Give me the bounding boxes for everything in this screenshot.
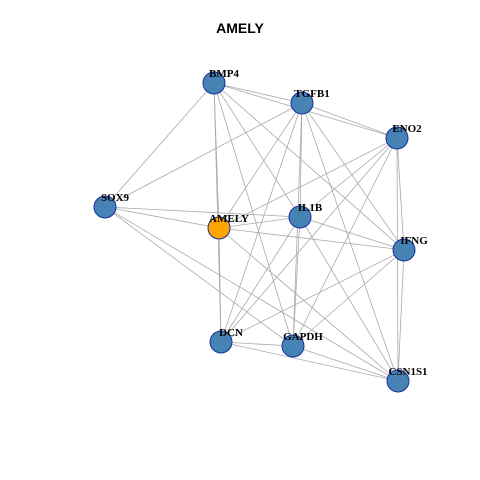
edge-sox9-gapdh — [104, 206, 294, 347]
edge-tgfb1-csn1s1 — [301, 102, 399, 382]
edge-dcn-csn1s1 — [220, 341, 399, 382]
node-label: IFNG — [400, 235, 428, 247]
node-label: DCN — [219, 327, 243, 339]
node-circle[interactable] — [386, 369, 410, 393]
edge-il1b-dcn — [220, 216, 301, 343]
edge-eno2-amely — [218, 137, 398, 229]
edge-amely-il1b — [218, 216, 301, 229]
node-circle[interactable] — [385, 126, 409, 150]
node-ifng[interactable]: IFNG — [392, 235, 428, 262]
edge-ifng-gapdh — [292, 249, 405, 347]
edge-tgfb1-ifng — [301, 102, 405, 251]
edge-bmp4-il1b — [213, 82, 301, 218]
node-label: GAPDH — [283, 331, 323, 343]
edge-ifng-dcn — [220, 249, 405, 343]
node-label: AMELY — [209, 213, 249, 225]
edge-eno2-il1b — [299, 137, 398, 218]
edge-tgfb1-sox9 — [104, 102, 303, 208]
node-bmp4[interactable]: BMP4 — [202, 68, 239, 95]
edge-dcn-gapdh — [220, 341, 294, 347]
edge-amely-csn1s1 — [218, 227, 399, 382]
node-label: IL1B — [298, 202, 323, 214]
node-amely[interactable]: AMELY — [207, 213, 249, 240]
node-il1b[interactable]: IL1B — [288, 202, 323, 229]
edge-bmp4-sox9 — [104, 82, 215, 208]
node-circle[interactable] — [288, 205, 312, 229]
edge-eno2-ifng — [396, 137, 405, 251]
edge-il1b-gapdh — [292, 216, 301, 347]
node-circle[interactable] — [93, 195, 117, 219]
edge-bmp4-tgfb1 — [213, 82, 303, 104]
edge-gapdh-csn1s1 — [292, 345, 399, 382]
node-gapdh[interactable]: GAPDH — [281, 331, 323, 358]
node-circle[interactable] — [207, 216, 231, 240]
edge-amely-dcn — [218, 227, 222, 343]
edge-il1b-ifng — [299, 216, 405, 251]
node-circle[interactable] — [392, 238, 416, 262]
node-label: ENO2 — [392, 123, 422, 135]
node-circle[interactable] — [290, 91, 314, 115]
edge-bmp4-ifng — [213, 82, 405, 251]
edge-tgfb1-amely — [218, 102, 303, 229]
node-label: CSN1S1 — [388, 366, 427, 378]
node-label: TGFB1 — [294, 88, 329, 100]
edge-il1b-csn1s1 — [299, 216, 399, 382]
graph-title: AMELY — [216, 20, 264, 36]
node-tgfb1[interactable]: TGFB1 — [290, 88, 330, 115]
node-label: SOX9 — [101, 192, 130, 204]
node-circle[interactable] — [281, 334, 305, 358]
edge-eno2-csn1s1 — [396, 137, 399, 382]
node-circle[interactable] — [202, 71, 226, 95]
edge-sox9-il1b — [104, 206, 301, 218]
edge-eno2-gapdh — [292, 137, 398, 347]
edge-amely-ifng — [218, 227, 405, 251]
edge-eno2-dcn — [220, 137, 398, 343]
edge-layer — [104, 82, 405, 382]
node-eno2[interactable]: ENO2 — [385, 123, 422, 150]
node-label: BMP4 — [209, 68, 239, 80]
node-csn1s1[interactable]: CSN1S1 — [386, 366, 428, 393]
node-circle[interactable] — [209, 330, 233, 354]
edge-ifng-csn1s1 — [397, 249, 405, 382]
node-sox9[interactable]: SOX9 — [93, 192, 130, 219]
node-dcn[interactable]: DCN — [209, 327, 243, 354]
edge-tgfb1-eno2 — [301, 102, 398, 139]
edge-sox9-amely — [104, 206, 220, 229]
